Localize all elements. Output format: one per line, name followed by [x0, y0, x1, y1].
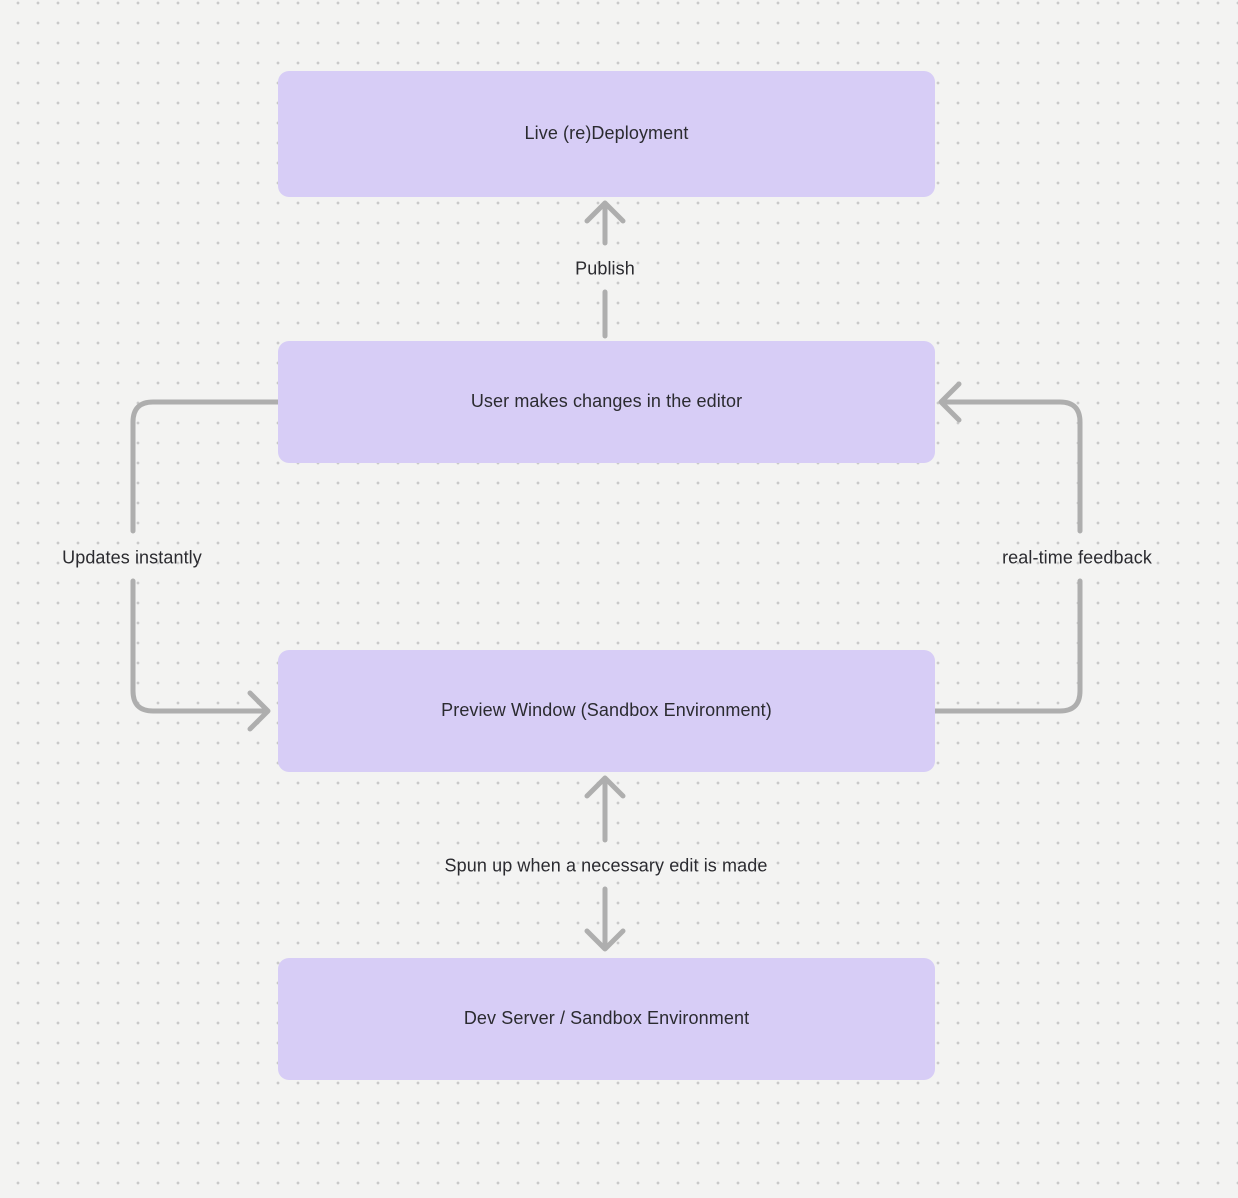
feedback-arrowhead-left-icon — [938, 381, 962, 423]
feedback-connector-top — [944, 399, 1083, 534]
updates-connector-top — [130, 399, 281, 534]
node-user-editor-label: User makes changes in the editor — [470, 391, 743, 412]
updates-connector-bottom — [130, 578, 265, 714]
node-live-deployment: Live (re)Deployment — [278, 71, 935, 197]
edge-label-publish: Publish — [575, 258, 635, 279]
node-dev-server: Dev Server / Sandbox Environment — [278, 958, 935, 1080]
edge-label-updates-instantly: Updates instantly — [62, 547, 202, 568]
node-dev-server-label: Dev Server / Sandbox Environment — [463, 1008, 750, 1029]
feedback-connector-bottom — [932, 578, 1083, 714]
updates-arrowhead-right-icon — [247, 690, 271, 732]
edge-label-realtime-feedback: real-time feedback — [1002, 547, 1152, 568]
node-user-editor: User makes changes in the editor — [278, 341, 935, 463]
node-preview-window-label: Preview Window (Sandbox Environment) — [441, 700, 772, 721]
publish-arrowhead-up-icon — [584, 200, 626, 224]
edge-label-spun-up: Spun up when a necessary edit is made — [444, 855, 768, 876]
spunup-arrowhead-up-icon — [584, 775, 626, 799]
spunup-arrowhead-down-icon — [584, 928, 626, 952]
node-preview-window: Preview Window (Sandbox Environment) — [278, 650, 935, 772]
node-live-deployment-label: Live (re)Deployment — [524, 123, 689, 144]
